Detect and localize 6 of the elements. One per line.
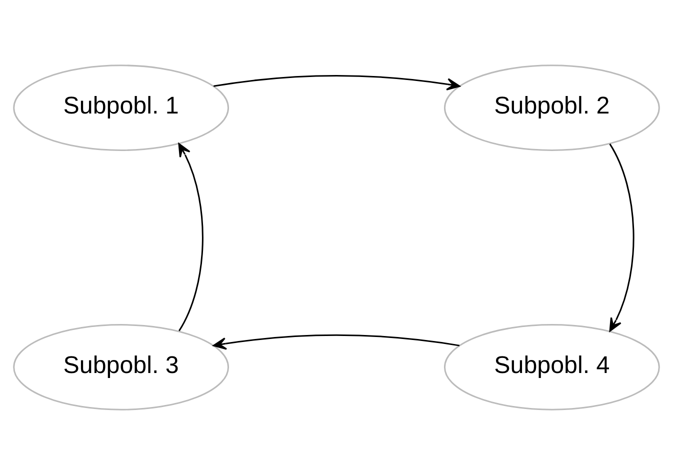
arrow (214, 74, 460, 90)
arrow (212, 334, 460, 350)
node-ellipse: Subpobl. 1 (13, 64, 230, 150)
arrow (178, 142, 204, 331)
node-ellipse: Subpobl. 4 (444, 324, 660, 410)
arrow (609, 143, 634, 332)
